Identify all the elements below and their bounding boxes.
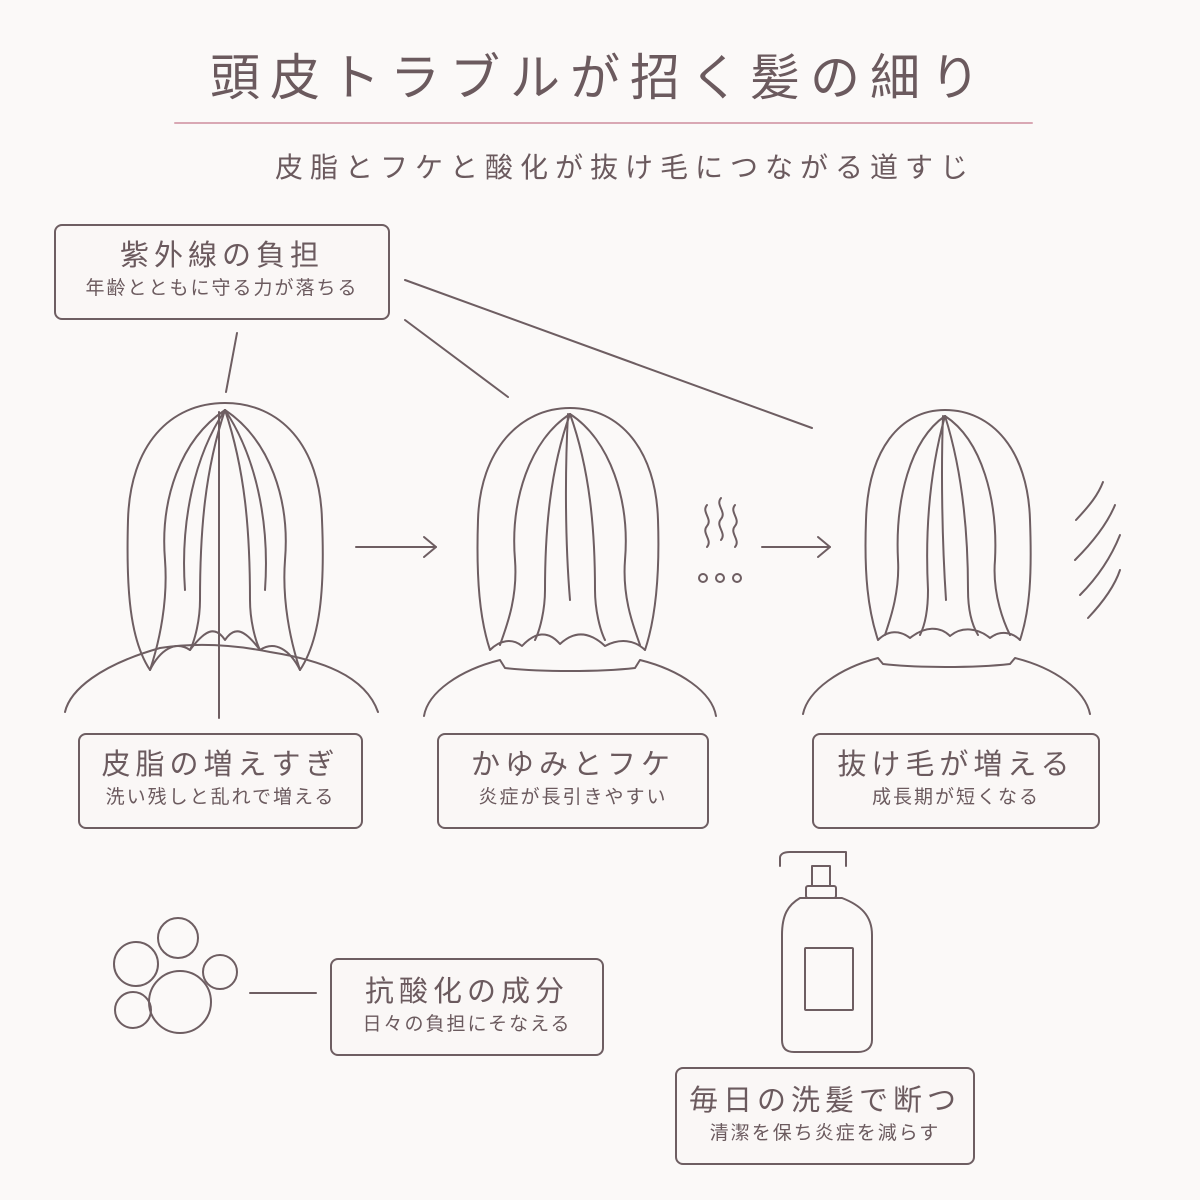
- itch-dandruff-heading: かゆみとフケ: [470, 747, 675, 781]
- uv-burden-note: 年齢とともに守る力が落ちる: [85, 277, 359, 299]
- ellipsis-icon: [698, 573, 742, 583]
- excess-sebum-box: 皮脂の増えすぎ 洗い残しと乱れで増える: [78, 733, 363, 829]
- head-back-icon: [802, 409, 1091, 715]
- uv-burden-heading: 紫外線の負担: [119, 238, 324, 272]
- antioxidant-note: 日々の負担にそなえる: [362, 1013, 572, 1035]
- connector-lines: [225, 279, 813, 429]
- uv-burden-box: 紫外線の負担 年齢とともに守る力が落ちる: [54, 224, 390, 320]
- pump-bottle-icon: [779, 851, 873, 1053]
- daily-wash-box: 毎日の洗髪で断つ 清潔を保ち炎症を減らす: [675, 1067, 975, 1165]
- daily-wash-note: 清潔を保ち炎症を減らす: [709, 1122, 941, 1144]
- head-back-icon: [64, 402, 379, 719]
- head-back-icon: [423, 407, 717, 717]
- arrow-right-icon: [355, 536, 437, 558]
- antioxidant-box: 抗酸化の成分 日々の負担にそなえる: [330, 958, 604, 1056]
- arrow-right-icon: [761, 536, 831, 558]
- excess-sebum-heading: 皮脂の増えすぎ: [101, 747, 340, 781]
- hair-loss-box: 抜け毛が増える 成長期が短くなる: [812, 733, 1100, 829]
- itch-dandruff-box: かゆみとフケ 炎症が長引きやすい: [437, 733, 709, 829]
- motion-lines-icon: [1074, 481, 1121, 619]
- daily-wash-heading: 毎日の洗髪で断つ: [688, 1083, 961, 1117]
- antioxidant-heading: 抗酸化の成分: [364, 974, 569, 1008]
- itch-dandruff-note: 炎症が長引きやすい: [478, 786, 668, 808]
- page-subtitle: 皮脂とフケと酸化が抜け毛につながる道すじ: [274, 151, 975, 184]
- excess-sebum-note: 洗い残しと乱れで増える: [105, 786, 336, 808]
- bubbles-icon: [113, 917, 238, 1034]
- steam-icon: [704, 497, 738, 548]
- page-title: 頭皮トラブルが招く髪の細り: [210, 49, 990, 107]
- hair-loss-heading: 抜け毛が増える: [837, 747, 1075, 781]
- hair-loss-note: 成長期が短くなる: [871, 786, 1040, 808]
